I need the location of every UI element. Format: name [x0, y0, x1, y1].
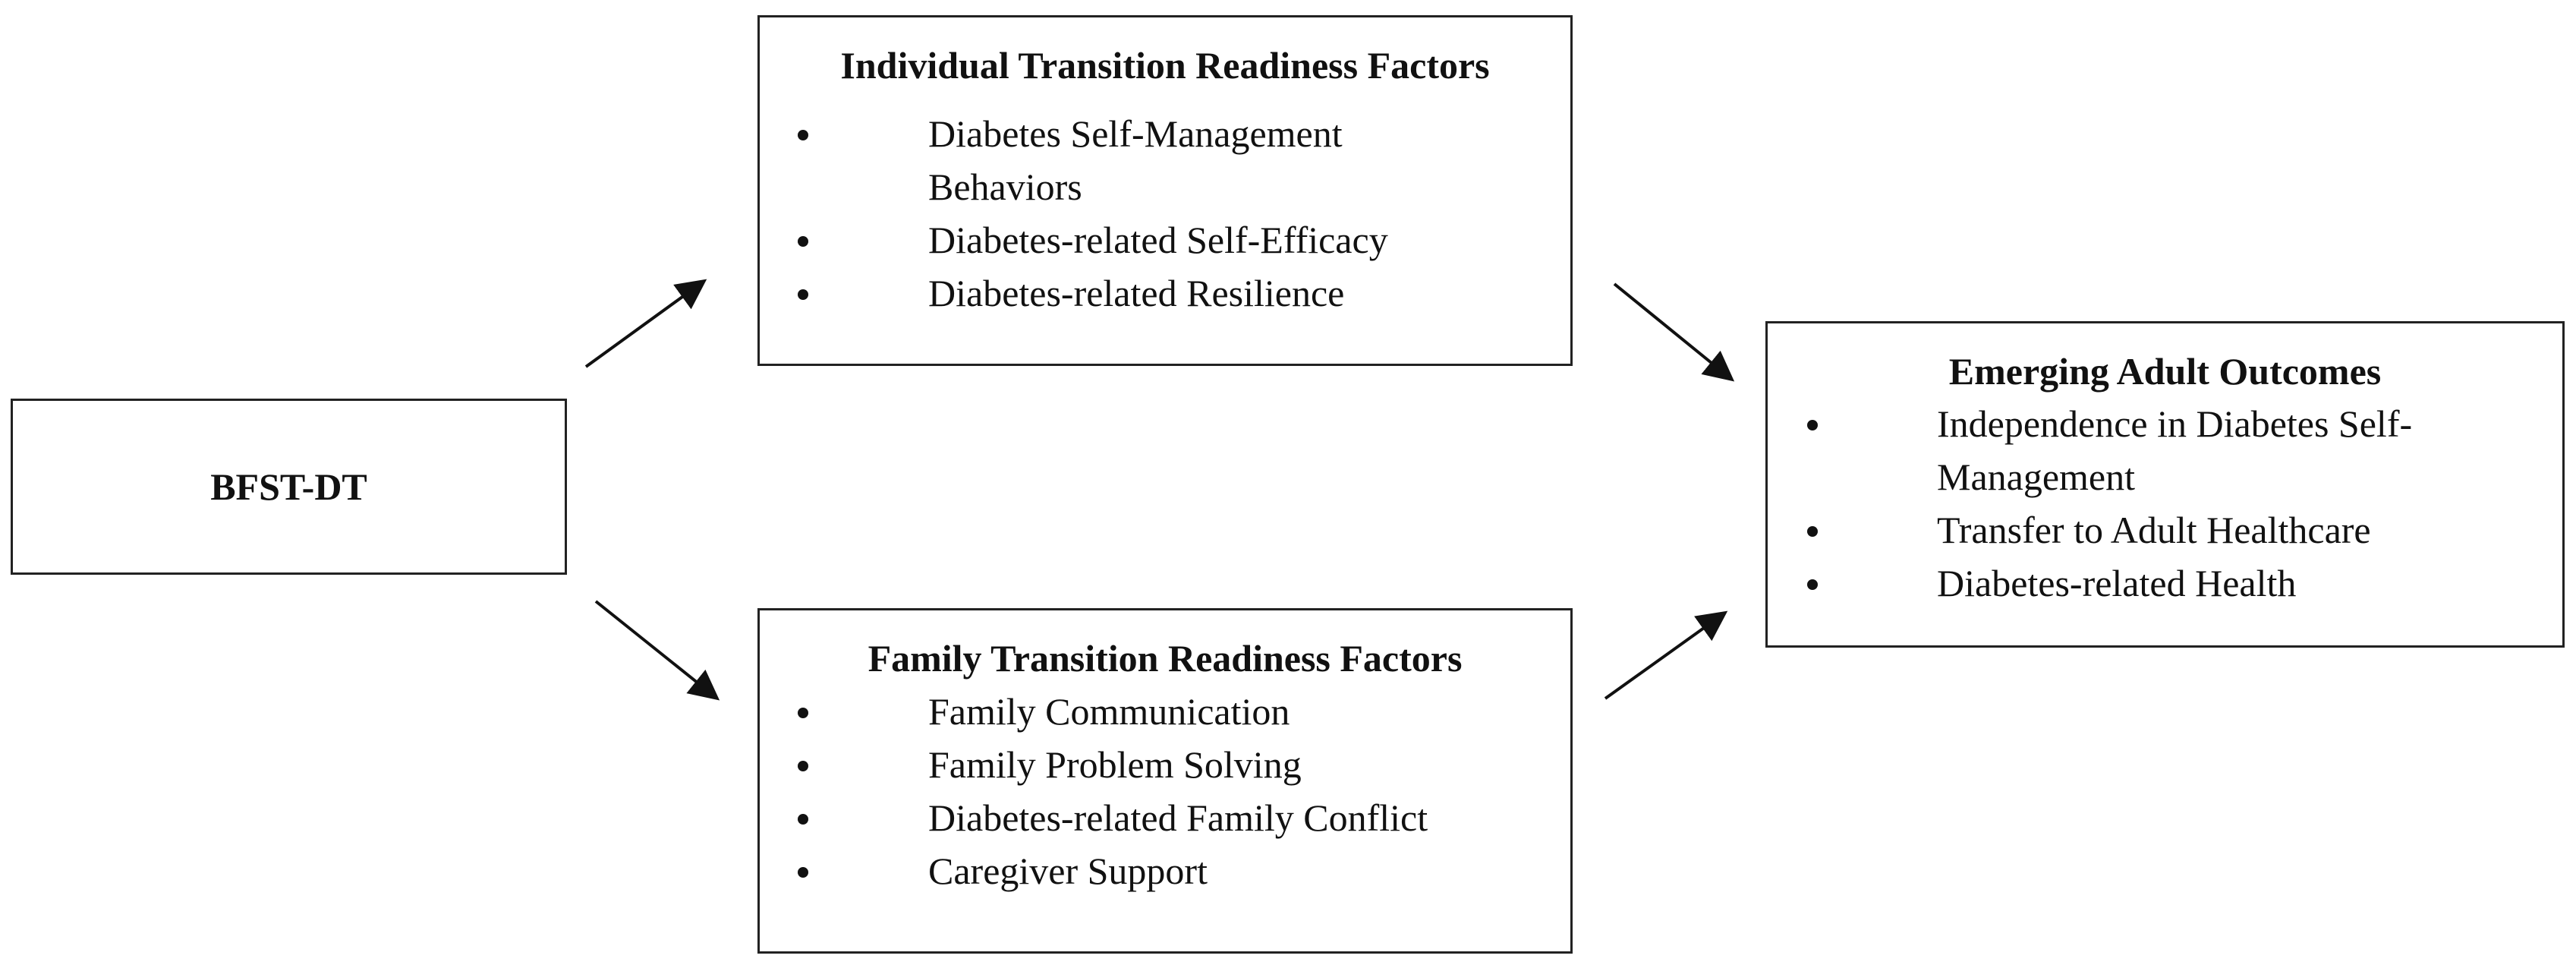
list-item-text: Diabetes Self-Management — [928, 112, 1343, 155]
outcomes-box: Emerging Adult Outcomes Independence in … — [1765, 321, 2565, 648]
list-item-text-continued: Management — [1937, 456, 2136, 498]
arrow-individual-to-outcomes — [1613, 282, 1735, 382]
family-factors-box: Family Transition Readiness Factors Fami… — [757, 608, 1573, 954]
individual-factors-title: Individual Transition Readiness Factors — [840, 44, 1490, 87]
arrow-family-to-outcomes — [1604, 610, 1728, 700]
list-item-text: Diabetes-related Self-Efficacy — [928, 219, 1388, 261]
bullet-icon — [798, 708, 808, 718]
list-item-text-continued: Behaviors — [928, 166, 1082, 208]
arrow-bfst-to-individual — [584, 279, 707, 368]
list-item-text: Diabetes-related Resilience — [928, 272, 1345, 314]
list-item-text: Caregiver Support — [928, 850, 1208, 892]
list-item-text: Transfer to Adult Healthcare — [1937, 509, 2371, 551]
list-item-text: Diabetes-related Health — [1937, 562, 2297, 604]
bullet-icon — [1807, 420, 1818, 430]
bullet-icon — [1807, 526, 1818, 537]
intervention-label: BFST-DT — [210, 465, 367, 508]
list-item-text: Family Communication — [928, 690, 1290, 733]
family-factors-title: Family Transition Readiness Factors — [868, 637, 1463, 680]
outcomes-title: Emerging Adult Outcomes — [1948, 350, 2382, 393]
intervention-box: BFST-DT — [11, 399, 567, 575]
bullet-icon — [798, 130, 808, 140]
bullet-icon — [1807, 579, 1818, 590]
arrow-bfst-to-family — [594, 600, 720, 701]
list-item-text: Independence in Diabetes Self- — [1937, 402, 2413, 445]
bullet-icon — [798, 814, 808, 825]
bullet-icon — [798, 761, 808, 771]
list-item-text: Family Problem Solving — [928, 743, 1302, 786]
bullet-icon — [798, 289, 808, 300]
bullet-icon — [798, 867, 808, 878]
bullet-icon — [798, 236, 808, 247]
individual-factors-box: Individual Transition Readiness Factors … — [757, 15, 1573, 366]
list-item-text: Diabetes-related Family Conflict — [928, 796, 1428, 839]
